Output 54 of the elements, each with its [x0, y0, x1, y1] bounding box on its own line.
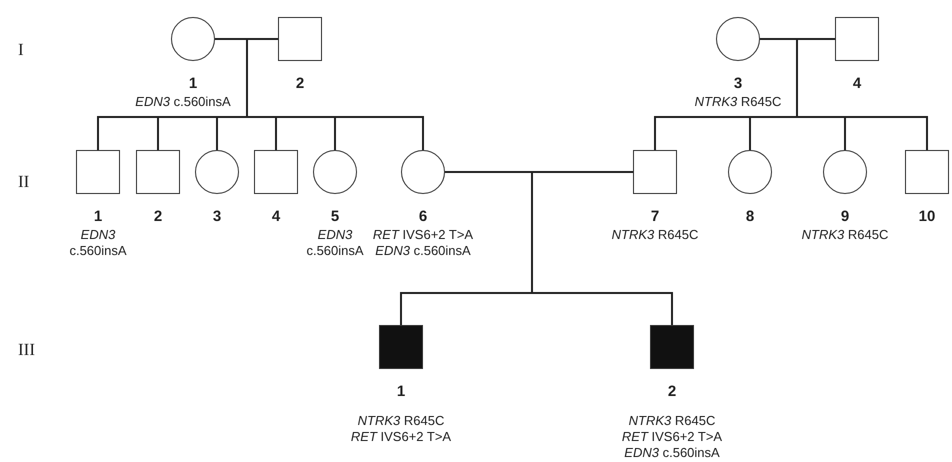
genotype-label: NTRK3 R645C [358, 413, 444, 429]
individual-number: 2 [668, 383, 676, 400]
individual-number: 7 [650, 208, 660, 225]
genotype-label: NTRK3 R645C [628, 413, 716, 429]
female-circle [728, 150, 772, 194]
female-circle [171, 17, 215, 61]
genotype-label: EDN3 c.560insA [135, 94, 231, 110]
male-square [905, 150, 949, 194]
affected-male-square [379, 325, 423, 369]
female-circle [716, 17, 760, 61]
genotype-label: RET IVS6+2 T>A [350, 429, 452, 445]
mating-line [760, 38, 835, 40]
descent-line [246, 39, 424, 150]
female-circle [401, 150, 445, 194]
male-square [136, 150, 180, 194]
individual-number: 9 [840, 208, 850, 225]
genotype-label: EDN3 c.560insA [68, 227, 128, 259]
female-circle [313, 150, 357, 194]
male-square [254, 150, 298, 194]
male-square [278, 17, 322, 61]
descent-line [796, 39, 928, 150]
genotype-label: NTRK3 R645C [612, 227, 698, 243]
female-circle [195, 150, 239, 194]
individual-number: 8 [746, 208, 754, 225]
individual-number: 3 [734, 75, 742, 92]
mating-line [215, 38, 278, 40]
male-square [76, 150, 120, 194]
genotype-label: RET IVS6+2 T>A [622, 429, 722, 445]
individual-number: 4 [272, 208, 280, 225]
genotype-label: RET IVS6+2 T>A [372, 227, 474, 243]
mating-line [445, 171, 633, 173]
male-square [835, 17, 879, 61]
individual-number: 5 [330, 208, 340, 225]
individual-number: 2 [154, 208, 162, 225]
genotype-label: NTRK3 R645C [802, 227, 888, 243]
generation-numeral: III [18, 340, 35, 360]
individual-number: 6 [418, 208, 428, 225]
genotype-label: EDN3 c.560insA [375, 243, 471, 259]
genotype-label: EDN3 c.560insA [624, 445, 720, 461]
generation-numeral: II [18, 172, 30, 192]
individual-number: 2 [296, 75, 304, 92]
generation-numeral: I [18, 40, 24, 60]
individual-number: 1 [94, 208, 102, 225]
individual-number: 3 [212, 208, 222, 225]
male-square [633, 150, 677, 194]
female-circle [823, 150, 867, 194]
affected-male-square [650, 325, 694, 369]
genotype-label: EDN3 c.560insA [305, 227, 365, 259]
individual-number: 1 [188, 75, 198, 92]
genotype-label: NTRK3 R645C [694, 94, 782, 110]
descent-line [531, 172, 673, 325]
individual-number: 4 [852, 75, 862, 92]
individual-number: 10 [918, 208, 936, 225]
individual-number: 1 [396, 383, 406, 400]
